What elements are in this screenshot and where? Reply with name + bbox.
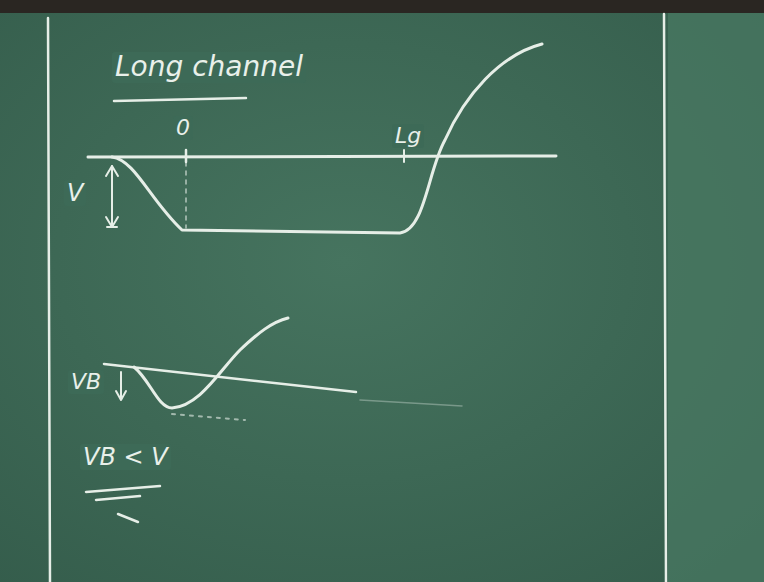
- reference-level: [88, 156, 556, 157]
- note-underline: [96, 496, 140, 500]
- arrow-head: [106, 166, 118, 176]
- margin-line: [48, 18, 50, 582]
- board-frame: [0, 0, 764, 13]
- barrier-arrow: [111, 166, 113, 226]
- arrow-head: [116, 391, 126, 400]
- barrier-arrow: [120, 372, 122, 398]
- reference-level: [104, 364, 356, 392]
- note-underline: [86, 486, 160, 492]
- length-label: Lg: [392, 124, 424, 148]
- condition-note: VB < V: [80, 444, 171, 470]
- note-mark: [118, 514, 138, 522]
- length-tick: [403, 150, 405, 162]
- voltage-label: V: [64, 180, 86, 206]
- voltage-label: VB: [68, 370, 104, 394]
- title-text: Long channel: [112, 52, 306, 83]
- arrow-foot: [107, 226, 117, 228]
- origin-guide: [185, 162, 187, 228]
- potential-profile: [112, 44, 542, 233]
- potential-profile: [134, 318, 288, 408]
- origin-tick: [185, 150, 188, 162]
- arrow-head: [106, 217, 118, 227]
- margin-line: [664, 14, 666, 582]
- origin-label: 0: [173, 116, 193, 140]
- board-side-panel: [668, 12, 764, 582]
- faded-line: [360, 400, 462, 406]
- title-underline: [114, 98, 246, 101]
- dotted-level: [172, 414, 245, 420]
